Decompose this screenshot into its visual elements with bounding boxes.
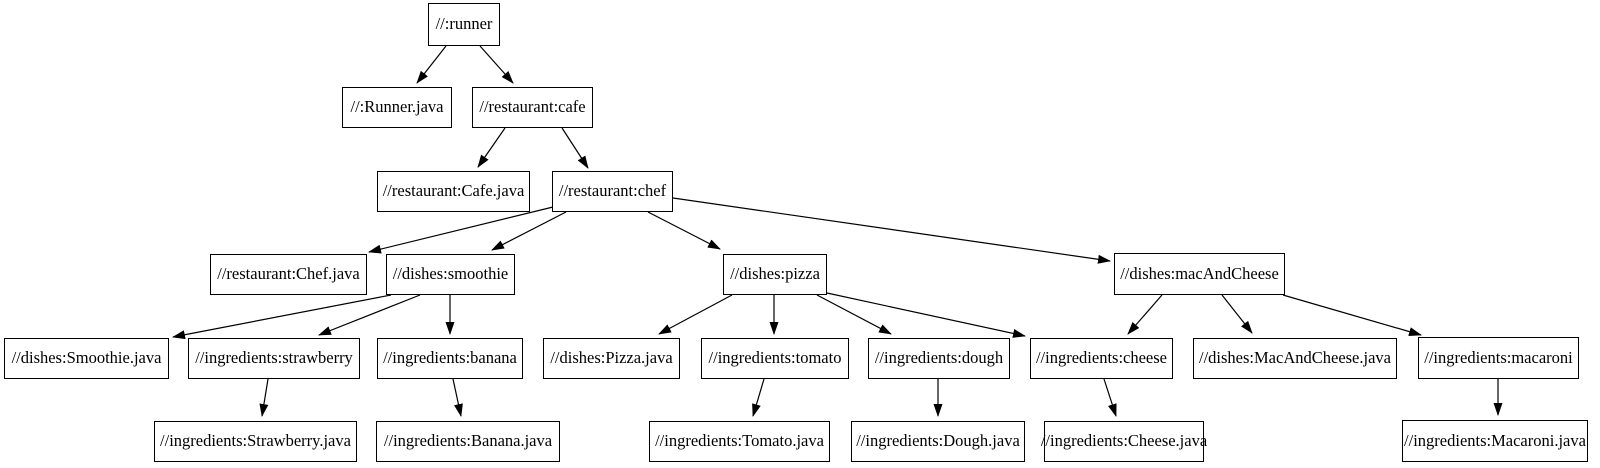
edge-macAndCheese-to-cheese xyxy=(1127,294,1163,335)
node-strawberry-java: //ingredients:Strawberry.java xyxy=(154,421,357,462)
node-cheese-java: //ingredients:Cheese.java xyxy=(1041,421,1207,462)
edge-chef-to-pizza xyxy=(647,211,721,250)
edge-smoothie-to-smoothie-java xyxy=(172,294,392,340)
node-macaroni: //ingredients:macaroni xyxy=(1418,337,1579,379)
node-cafe: //restaurant:cafe xyxy=(472,87,593,128)
edge-runner-to-runner-java xyxy=(416,45,447,84)
edge-chef-to-smoothie xyxy=(491,211,567,251)
node-chef: //restaurant:chef xyxy=(552,171,673,212)
node-smoothie: //dishes:smoothie xyxy=(386,254,515,295)
edge-chef-to-chef-java xyxy=(368,206,554,254)
node-tomato-java: //ingredients:Tomato.java xyxy=(649,421,830,462)
node-banana: //ingredients:banana xyxy=(377,338,523,379)
edge-banana-to-banana-java xyxy=(452,378,463,417)
node-tomato: //ingredients:tomato xyxy=(701,338,849,379)
node-smoothie-java: //dishes:Smoothie.java xyxy=(4,338,169,379)
node-cafe-java: //restaurant:Cafe.java xyxy=(377,171,530,212)
node-banana-java: //ingredients:Banana.java xyxy=(376,421,560,462)
edge-runner-to-cafe xyxy=(479,45,514,84)
node-strawberry: //ingredients:strawberry xyxy=(188,338,360,379)
edge-cafe-to-cafe-java xyxy=(477,127,506,168)
edge-macAndCheese-to-macaroni xyxy=(1282,294,1422,336)
edge-macAndCheese-to-macAndCheese-java xyxy=(1221,294,1253,334)
node-dough: //ingredients:dough xyxy=(868,338,1010,379)
edge-pizza-to-pizza-java xyxy=(658,294,733,335)
edge-pizza-to-cheese xyxy=(826,292,1026,338)
node-macAndCheese-java: //dishes:MacAndCheese.java xyxy=(1193,338,1397,379)
edge-pizza-to-dough xyxy=(816,294,892,335)
edge-strawberry-to-strawberry-java xyxy=(259,378,269,417)
edge-tomato-to-tomato-java xyxy=(752,378,765,417)
edge-cheese-to-cheese-java xyxy=(1103,378,1117,417)
node-dough-java: //ingredients:Dough.java xyxy=(851,421,1025,462)
node-pizza: //dishes:pizza xyxy=(723,254,827,295)
edge-chef-to-macAndCheese xyxy=(672,197,1111,264)
node-macaroni-java: //ingredients:Macaroni.java xyxy=(1402,420,1588,462)
edge-cafe-to-chef xyxy=(561,127,589,169)
node-pizza-java: //dishes:Pizza.java xyxy=(543,338,680,379)
node-macAndCheese: //dishes:macAndCheese xyxy=(1114,253,1285,295)
node-runner-java: //:Runner.java xyxy=(342,87,452,128)
node-cheese: //ingredients:cheese xyxy=(1030,338,1173,379)
node-chef-java: //restaurant:Chef.java xyxy=(210,254,367,295)
node-runner: //:runner xyxy=(428,3,500,46)
edge-smoothie-to-strawberry xyxy=(318,294,421,336)
